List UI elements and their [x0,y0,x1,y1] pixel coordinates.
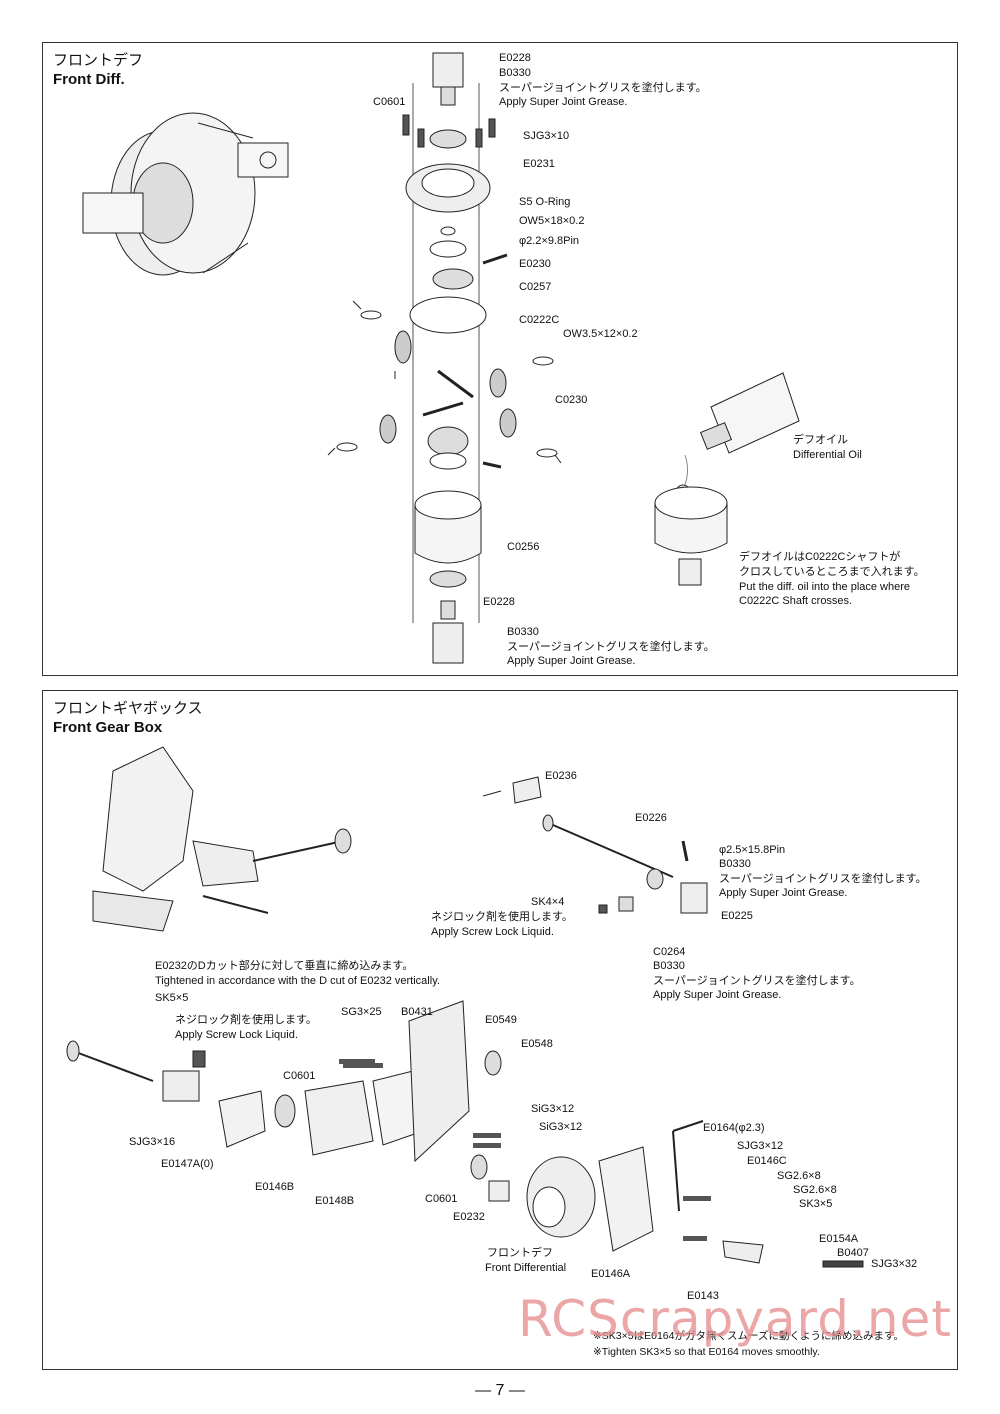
label-front-differential-en: Front Differential [485,1262,567,1274]
label-c0222c: C0222C [519,314,560,326]
label-e0154a: E0154A [819,1233,859,1245]
label-sg26x8-a: SG2.6×8 [777,1170,821,1182]
note-oil-jp-1: デフオイルはC0222Cシャフトが [739,551,901,563]
label-c0264: C0264 [653,946,686,958]
front-gear-box-panel: フロントギヤボックス Front Gear Box [42,690,958,1370]
label-sjg3x32: SJG3×32 [871,1258,918,1270]
front-gear-box-title: フロントギヤボックス Front Gear Box [53,699,203,737]
label-e0146c: E0146C [747,1155,787,1167]
label-sjg3x16: SJG3×16 [129,1136,176,1148]
label-b0330-top: B0330 [499,67,531,79]
label-e0236: E0236 [545,770,577,782]
front-gear-box-title-en: Front Gear Box [53,719,163,736]
note-dcut-jp: E0232のDカット部分に対して垂直に締め込みます。 [155,960,414,972]
label-sk3x5: SK3×5 [799,1198,833,1210]
label-c0256: C0256 [507,541,540,553]
label-pin-2-5: φ2.5×15.8Pin [719,844,786,856]
label-sg3x25: SG3×25 [341,1006,382,1018]
label-diff-oil-en: Differential Oil [793,449,862,461]
label-e0228-bottom: E0228 [483,596,515,608]
note-grease-jp-a: スーパージョイントグリスを塗付します。 [719,873,927,885]
label-b0407: B0407 [837,1247,869,1259]
label-b0330-a: B0330 [719,858,751,870]
label-c0257: C0257 [519,281,552,293]
label-c0601: C0601 [373,96,406,108]
label-e0226: E0226 [635,812,667,824]
front-diff-panel: フロントデフ Front Diff. [42,42,958,676]
label-pin-2-2: φ2.2×9.8Pin [519,235,580,247]
assembled-diff-illustration [82,112,289,276]
label-e0228-top: E0228 [499,52,531,64]
label-e0232: E0232 [453,1211,485,1223]
note-lock-en-a: Apply Screw Lock Liquid. [431,926,554,938]
note-oil-en-1: Put the diff. oil into the place where [739,581,911,593]
note-grease-en-bottom: Apply Super Joint Grease. [507,655,636,667]
label-b0330-b: B0330 [653,960,685,972]
note-sk3x5-jp: ※SK3×5はE0164がガタ無くスムーズに動くように締め込みます。 [593,1330,904,1342]
note-grease-jp-top: スーパージョイントグリスを塗付します。 [499,82,707,94]
label-e0225: E0225 [721,910,753,922]
note-oil-en-2: C0222C Shaft crosses. [739,595,853,607]
note-lock-jp-b: ネジロック剤を使用します。 [175,1014,317,1026]
watermark-rcscrapyard: RCScrapyard.net [518,1290,952,1348]
label-e0147a: E0147A(0) [161,1158,214,1170]
label-e0164: E0164(φ2.3) [703,1122,765,1134]
label-ow3-5x12: OW3.5×12×0.2 [563,328,638,340]
label-s5-o-ring: S5 O-Ring [519,196,571,208]
note-grease-en-a: Apply Super Joint Grease. [719,887,848,899]
label-e0146a: E0146A [591,1268,631,1280]
note-oil-jp-2: クロスしているところまで入れます。 [739,566,925,578]
label-e0148b: E0148B [315,1195,355,1207]
note-sk3x5-en: ※Tighten SK3×5 so that E0164 moves smoot… [593,1346,820,1358]
label-sk4x4: SK4×4 [531,896,565,908]
label-sg26x8-b: SG2.6×8 [793,1184,837,1196]
label-front-differential-jp: フロントデフ [487,1247,553,1259]
note-grease-en-b: Apply Super Joint Grease. [653,989,782,1001]
note-grease-jp-b: スーパージョイントグリスを塗付します。 [653,975,861,987]
label-e0230: E0230 [519,258,551,270]
front-gear-box-exploded-diagram [66,746,864,1268]
front-gear-box-title-jp: フロントギヤボックス [53,700,203,717]
label-sk5x5: SK5×5 [155,992,189,1004]
label-ow5x18: OW5×18×0.2 [519,215,585,227]
note-lock-jp-a: ネジロック剤を使用します。 [431,911,573,923]
note-grease-jp-bottom: スーパージョイントグリスを塗付します。 [507,641,715,653]
label-c0230: C0230 [555,394,588,406]
label-diff-oil-jp: デフオイル [793,434,848,446]
label-b0431: B0431 [401,1006,433,1018]
label-e0143: E0143 [687,1290,719,1302]
assembled-gearbox-illustration [92,746,352,932]
label-e0548: E0548 [521,1038,553,1050]
page-number: — 7 — [475,1382,525,1399]
note-dcut-en: Tightened in accordance with the D cut o… [155,975,440,987]
label-sjg3x10: SJG3×10 [523,130,570,142]
front-diff-exploded-diagram [82,52,800,664]
front-diff-title-jp: フロントデフ [53,52,144,69]
label-sig3x12: SiG3×12 [531,1103,575,1115]
label-sig3x12-b: SiG3×12 [539,1121,583,1133]
label-e0549: E0549 [485,1014,517,1026]
note-lock-en-b: Apply Screw Lock Liquid. [175,1029,298,1041]
oil-bottle-illustration [674,372,800,506]
label-e0231: E0231 [523,158,555,170]
label-b0330-bottom: B0330 [507,626,539,638]
label-c0601-a: C0601 [283,1070,316,1082]
front-diff-title-en: Front Diff. [53,71,125,88]
label-e0146b: E0146B [255,1181,295,1193]
note-grease-en-top: Apply Super Joint Grease. [499,96,628,108]
label-c0601-b: C0601 [425,1193,458,1205]
front-diff-title: フロントデフ Front Diff. [53,51,143,89]
label-sjg3x12: SJG3×12 [737,1140,784,1152]
